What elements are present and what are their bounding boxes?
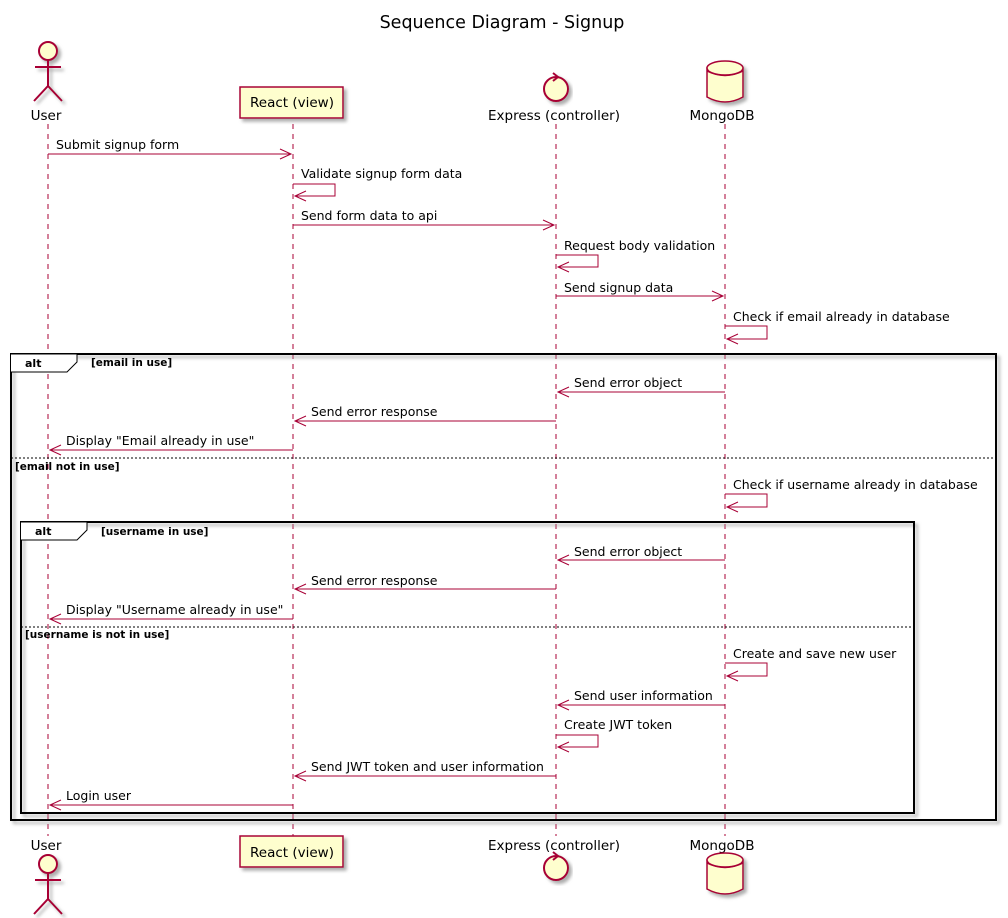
database-icon bbox=[706, 852, 744, 895]
message: Submit signup form bbox=[48, 137, 293, 160]
message-label: Display "Username already in use" bbox=[66, 602, 283, 617]
message: Send JWT token and user information bbox=[293, 759, 556, 782]
message: Send signup data bbox=[556, 280, 725, 302]
message: Send user information bbox=[556, 688, 725, 711]
participant-label: Express (controller) bbox=[488, 838, 620, 854]
message-label: Send JWT token and user information bbox=[311, 759, 544, 774]
alt-fragment-email-guard: [email in use] bbox=[91, 357, 172, 369]
alt-fragment-username-frame bbox=[20, 521, 915, 814]
self-message: Create and save new user bbox=[725, 646, 897, 682]
participant-express-bottom: Express (controller) bbox=[488, 838, 620, 881]
participant-react-top: React (view) bbox=[239, 86, 344, 119]
message-label: Send signup data bbox=[564, 280, 673, 295]
message-label: Login user bbox=[66, 788, 132, 803]
participant-box bbox=[239, 835, 344, 868]
alt-fragment-email-else-guard: [email not in use] bbox=[15, 461, 120, 473]
participant-label: User bbox=[31, 108, 62, 124]
participant-label: React (view) bbox=[250, 95, 334, 111]
participant-react-bottom: React (view) bbox=[239, 835, 344, 868]
alt-fragment-email-tab bbox=[11, 353, 78, 373]
participant-mongo-top: MongoDB bbox=[690, 60, 755, 124]
message: Display "Username already in use" bbox=[48, 602, 293, 625]
actor-icon bbox=[33, 854, 63, 915]
participant-label: React (view) bbox=[250, 845, 334, 861]
participant-label: Express (controller) bbox=[488, 108, 620, 124]
message-label: Send error object bbox=[574, 375, 682, 390]
self-message: Check if username already in database bbox=[725, 477, 978, 513]
message-label: Request body validation bbox=[564, 238, 715, 253]
message-label: Check if email already in database bbox=[733, 309, 950, 324]
message-label: Send user information bbox=[574, 688, 713, 703]
participant-label: MongoDB bbox=[690, 838, 755, 854]
alt-fragment-email: alt [email in use] [email not in use] bbox=[10, 353, 997, 821]
messages: Submit signup form Validate signup form … bbox=[48, 137, 978, 811]
alt-fragment-username-label: alt bbox=[35, 525, 51, 538]
lifelines bbox=[47, 124, 726, 836]
message: Send error response bbox=[293, 404, 556, 427]
alt-fragment-email-label: alt bbox=[25, 357, 41, 370]
self-message: Create JWT token bbox=[556, 717, 672, 753]
control-icon bbox=[543, 72, 569, 102]
database-icon bbox=[706, 60, 744, 103]
message: Send error object bbox=[556, 544, 725, 566]
message-label: Display "Email already in use" bbox=[66, 433, 254, 448]
diagram-title: Sequence Diagram - Signup bbox=[380, 13, 625, 33]
message: Login user bbox=[48, 788, 293, 811]
message-label: Send form data to api bbox=[301, 208, 437, 223]
self-message: Check if email already in database bbox=[725, 309, 950, 345]
self-message: Request body validation bbox=[556, 238, 715, 273]
alt-fragment-username-else-guard: [username is not in use] bbox=[25, 629, 169, 641]
message: Send form data to api bbox=[293, 208, 556, 231]
message: Send error response bbox=[293, 573, 556, 595]
message-label: Send error object bbox=[574, 544, 682, 559]
participant-express-top: Express (controller) bbox=[488, 72, 620, 124]
message-label: Send error response bbox=[311, 404, 438, 419]
alt-fragment-email-frame bbox=[10, 353, 997, 821]
message-label: Check if username already in database bbox=[733, 477, 978, 492]
self-message: Validate signup form data bbox=[293, 166, 462, 202]
participant-user-bottom: User bbox=[31, 838, 63, 915]
participant-label: User bbox=[31, 838, 62, 854]
message-label: Create and save new user bbox=[733, 646, 897, 661]
actor-icon bbox=[33, 41, 63, 102]
alt-fragment-username-tab bbox=[21, 521, 88, 541]
message-label: Validate signup form data bbox=[301, 166, 462, 181]
message-label: Submit signup form bbox=[56, 137, 179, 152]
message: Send error object bbox=[556, 375, 725, 398]
participant-label: MongoDB bbox=[690, 108, 755, 124]
alt-fragment-username: alt [username in use] [username is not i… bbox=[20, 521, 915, 814]
message-label: Create JWT token bbox=[564, 717, 672, 732]
participant-mongo-bottom: MongoDB bbox=[690, 838, 755, 895]
alt-fragment-username-guard: [username in use] bbox=[101, 526, 208, 538]
participant-user-top: User bbox=[31, 41, 63, 124]
control-icon bbox=[543, 851, 569, 881]
message-label: Send error response bbox=[311, 573, 438, 588]
message: Display "Email already in use" bbox=[48, 433, 293, 456]
participant-box bbox=[239, 86, 344, 119]
